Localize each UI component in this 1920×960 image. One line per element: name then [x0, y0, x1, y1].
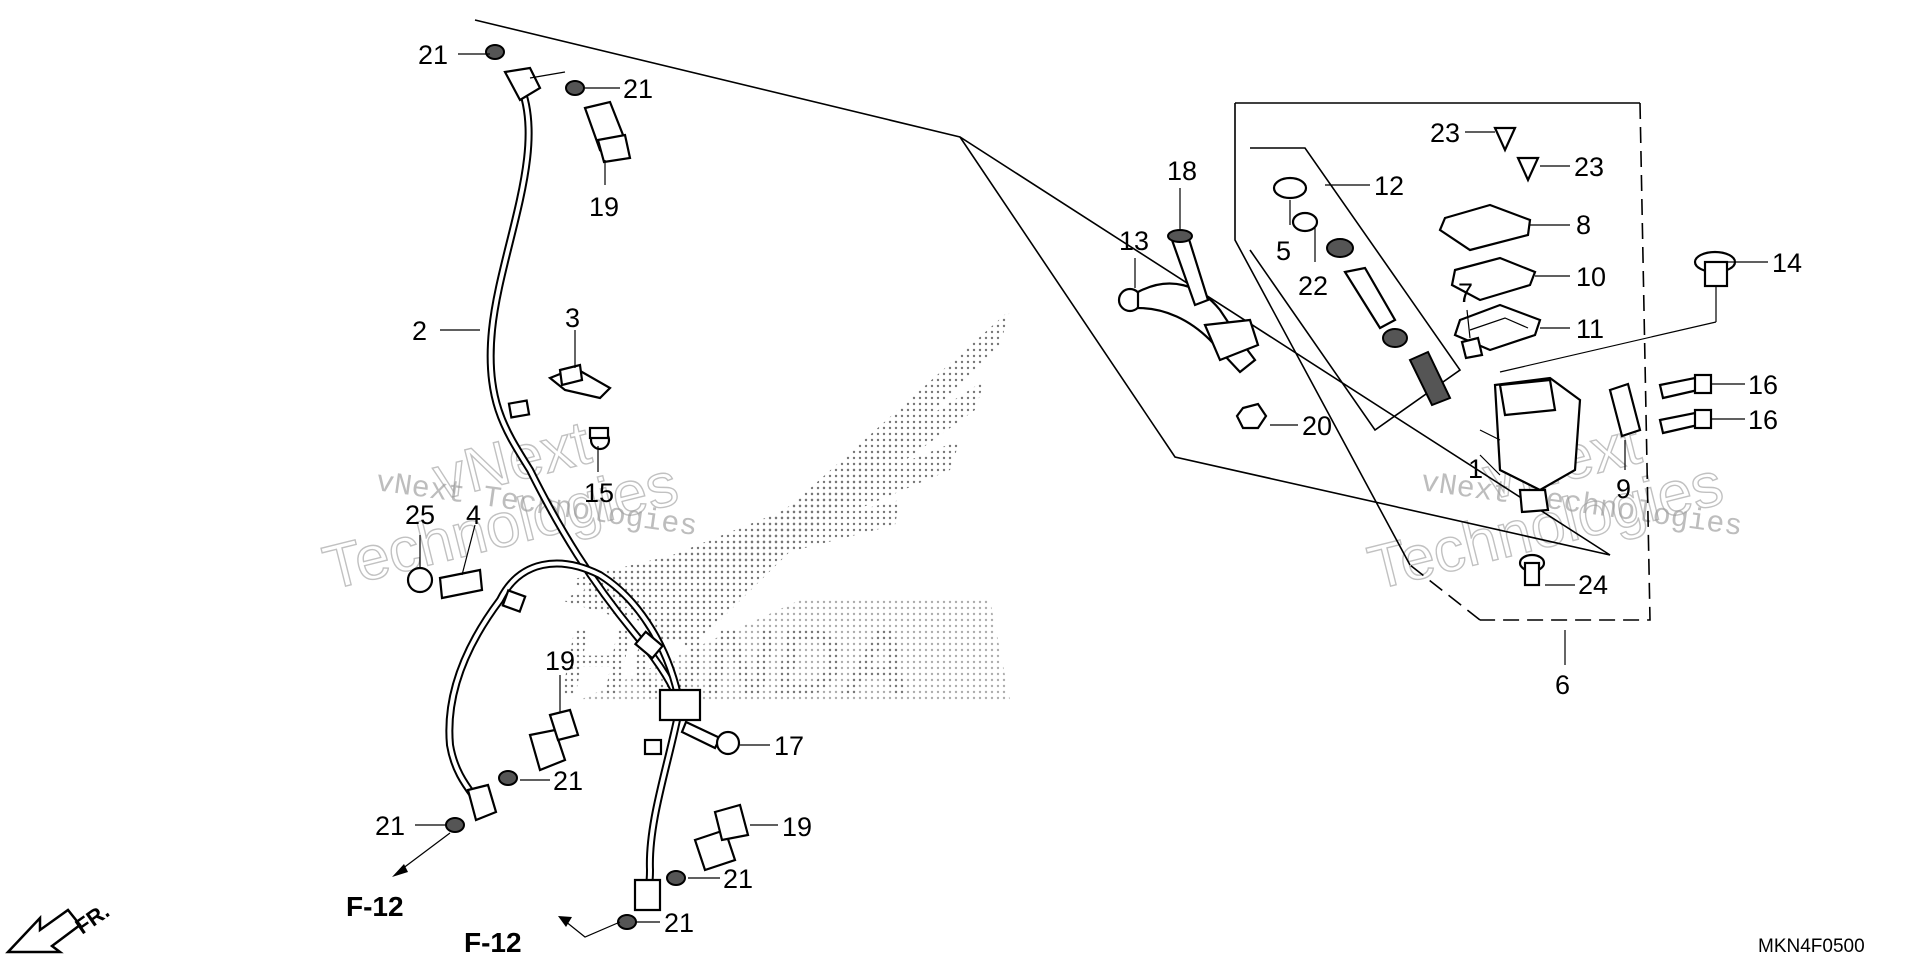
- callout-21-lower-right: 21: [723, 864, 753, 894]
- reference-f12-left: F-12: [346, 832, 451, 922]
- callout-20: 20: [1302, 411, 1332, 441]
- front-marker-text: FR.: [71, 898, 114, 939]
- callout-16-b: 16: [1748, 405, 1778, 435]
- callout-21-bottom: 21: [664, 908, 694, 938]
- callout-25: 25: [405, 500, 435, 530]
- callout-3: 3: [565, 303, 580, 333]
- hose-collars: [507, 399, 665, 756]
- honda-wing-logo: HONDA: [560, 310, 1010, 716]
- piston-kit: [1272, 176, 1452, 407]
- master-cylinder-body: [1479, 376, 1582, 514]
- callout-13: 13: [1119, 226, 1149, 256]
- reservoir-cover: [1438, 126, 1542, 352]
- bolt-17: [680, 720, 741, 756]
- bolts-16: [1658, 373, 1713, 435]
- reference-f12-bottom-text: F-12: [464, 927, 522, 958]
- callout-23-b: 23: [1574, 152, 1604, 182]
- callout-1: 1: [1468, 454, 1483, 484]
- bracket-3: [547, 363, 612, 400]
- banjo-bolt-middle: [528, 708, 580, 772]
- callout-11: 11: [1576, 314, 1604, 344]
- sealing-washers: [445, 44, 686, 930]
- brake-lever-13: [1117, 282, 1260, 374]
- callout-18: 18: [1167, 156, 1197, 186]
- callout-21-top-right: 21: [623, 74, 653, 104]
- callout-8: 8: [1576, 210, 1591, 240]
- callout-15: 15: [584, 478, 614, 508]
- nut-20: [1235, 402, 1268, 430]
- lower-right-brake-hose: [633, 688, 702, 912]
- leader-lines: [415, 53, 1768, 923]
- banjo-bolt-lower: [693, 803, 750, 872]
- callout-21-lower-left: 21: [375, 811, 405, 841]
- screw-24: [1518, 553, 1546, 587]
- callout-23-a: 23: [1430, 118, 1460, 148]
- callout-16-a: 16: [1748, 370, 1778, 400]
- callout-19-top: 19: [589, 192, 619, 222]
- callout-7: 7: [1458, 278, 1473, 308]
- callout-24: 24: [1578, 570, 1608, 600]
- reference-f12-bottom: F-12: [464, 916, 621, 958]
- callout-labels: 21 21 19 2 3 15 25 4 19 17 21 21 19 21 2…: [375, 40, 1802, 938]
- clip-4: [438, 568, 484, 600]
- callout-14: 14: [1772, 248, 1802, 278]
- honda-logo-text: HONDA: [560, 609, 912, 716]
- callout-6: 6: [1555, 670, 1570, 700]
- callout-4: 4: [466, 500, 481, 530]
- callout-19-lower: 19: [782, 812, 812, 842]
- banjo-bolt-top: [583, 100, 632, 164]
- callout-21-top-left: 21: [418, 40, 448, 70]
- callout-9: 9: [1616, 474, 1631, 504]
- callout-10: 10: [1576, 262, 1606, 292]
- lower-left-brake-hose: [445, 559, 684, 822]
- pivot-bolt-18: [1167, 229, 1210, 307]
- assembly-outline: [474, 19, 1611, 556]
- diagram-code: MKN4F0500: [1758, 936, 1865, 957]
- callout-2: 2: [412, 316, 427, 346]
- switch-7: [1460, 336, 1484, 360]
- callout-21-middle: 21: [553, 766, 583, 796]
- master-cylinder-box: [1234, 102, 1651, 621]
- callout-5: 5: [1276, 236, 1291, 266]
- bolt-15: [588, 426, 611, 451]
- nut-25: [406, 566, 434, 594]
- callout-17: 17: [774, 731, 804, 761]
- callout-12: 12: [1374, 171, 1404, 201]
- clip-9: [1608, 382, 1642, 438]
- callout-19-middle: 19: [545, 646, 575, 676]
- reference-f12-left-text: F-12: [346, 891, 404, 922]
- cap-14: [1499, 250, 1737, 373]
- front-direction-marker: FR.: [5, 898, 114, 954]
- callout-22: 22: [1298, 271, 1328, 301]
